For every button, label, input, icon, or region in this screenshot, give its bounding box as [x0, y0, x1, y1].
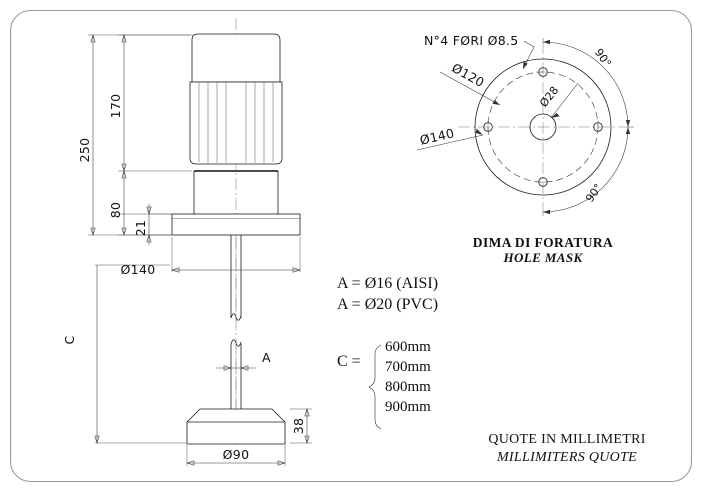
units-label-it: QUOTE IN MILLIMETRI — [488, 432, 645, 447]
dim-label-total-height: 250 — [77, 138, 92, 163]
legend-rod-pvc: A = Ø20 (PVC) — [337, 296, 438, 313]
dim-label-flange-thickness: 21 — [133, 220, 148, 237]
holemask-outer-circle — [474, 58, 612, 196]
legend-c-option-3: 800mm — [385, 379, 431, 395]
callout-label-hole-count: N°4 FØRI Ø8.5 — [424, 33, 519, 48]
sensor-cap — [191, 33, 281, 83]
legend-c-option-2: 700mm — [385, 359, 431, 375]
legend-brace — [368, 344, 382, 430]
legend-rod-aisi: A = Ø16 (AISI) — [337, 275, 438, 292]
dim-head-height: 170 — [108, 34, 127, 172]
dim-label-flange-diameter: Ø140 — [121, 262, 156, 277]
units-label-en: MILLIMITERS QUOTE — [496, 450, 637, 465]
dim-total-height: 250 — [77, 34, 96, 236]
callout-hole-count: N°4 FØRI Ø8.5 — [424, 33, 535, 70]
dim-rod-diameter: A — [216, 350, 271, 371]
dim-label-foot-height: 38 — [291, 418, 306, 435]
callout-label-outer-circle: Ø140 — [418, 125, 455, 147]
legend-c-option-1: 600mm — [385, 339, 431, 355]
callout-label-bolt-circle: Ø120 — [449, 60, 487, 90]
legend-group: A = Ø16 (AISI) A = Ø20 (PVC) C = 600mm 7… — [337, 275, 438, 430]
legend-c-option-4: 900mm — [385, 399, 431, 415]
holemask-caption-en: HOLE MASK — [502, 250, 583, 265]
callout-bolt-circle: Ø120 — [439, 60, 501, 106]
dim-label-probe-length: C — [62, 335, 77, 344]
dim-label-neck-height: 80 — [108, 202, 123, 219]
sensor-body-ribs — [198, 82, 274, 163]
hole-mask-group: 90° 90° N°4 FØRI Ø8.5 Ø120 Ø140 Ø28 — [416, 33, 634, 265]
mounting-flange — [171, 213, 301, 236]
sensor-foot — [186, 408, 286, 445]
dim-label-foot-diameter: Ø90 — [223, 447, 250, 462]
dim-flange-diameter: Ø140 — [121, 262, 301, 277]
dim-neck-height: 80 — [108, 170, 127, 236]
dim-foot-diameter: Ø90 — [186, 447, 286, 466]
angle-label-bottom: 90° — [583, 181, 605, 204]
main-view-group: 250 170 80 21 Ø140 — [62, 18, 312, 466]
drawing-border-frame — [9, 9, 693, 483]
callout-label-center-hole: Ø28 — [537, 84, 561, 110]
dim-label-rod-diameter: A — [262, 350, 271, 365]
dim-foot-height: 38 — [291, 408, 310, 444]
angle-label-top: 90° — [592, 46, 614, 69]
dim-label-head-height: 170 — [108, 94, 123, 119]
main-extension-lines — [88, 34, 312, 466]
holemask-caption-it: DIMA DI FORATURA — [473, 235, 613, 250]
callout-outer-circle: Ø140 — [416, 125, 484, 151]
sensor-neck — [193, 171, 279, 214]
legend-c-label: C = — [337, 353, 361, 370]
holemask-hole-centerlines — [487, 71, 599, 183]
callout-center-hole: Ø28 — [537, 82, 579, 119]
dim-probe-length: C — [62, 265, 100, 444]
dim-flange-thickness: 21 — [133, 204, 152, 245]
sensor-ribbed-body — [189, 81, 283, 165]
holemask-center-hole — [529, 113, 557, 141]
units-block: QUOTE IN MILLIMETRI MILLIMITERS QUOTE — [488, 432, 645, 465]
